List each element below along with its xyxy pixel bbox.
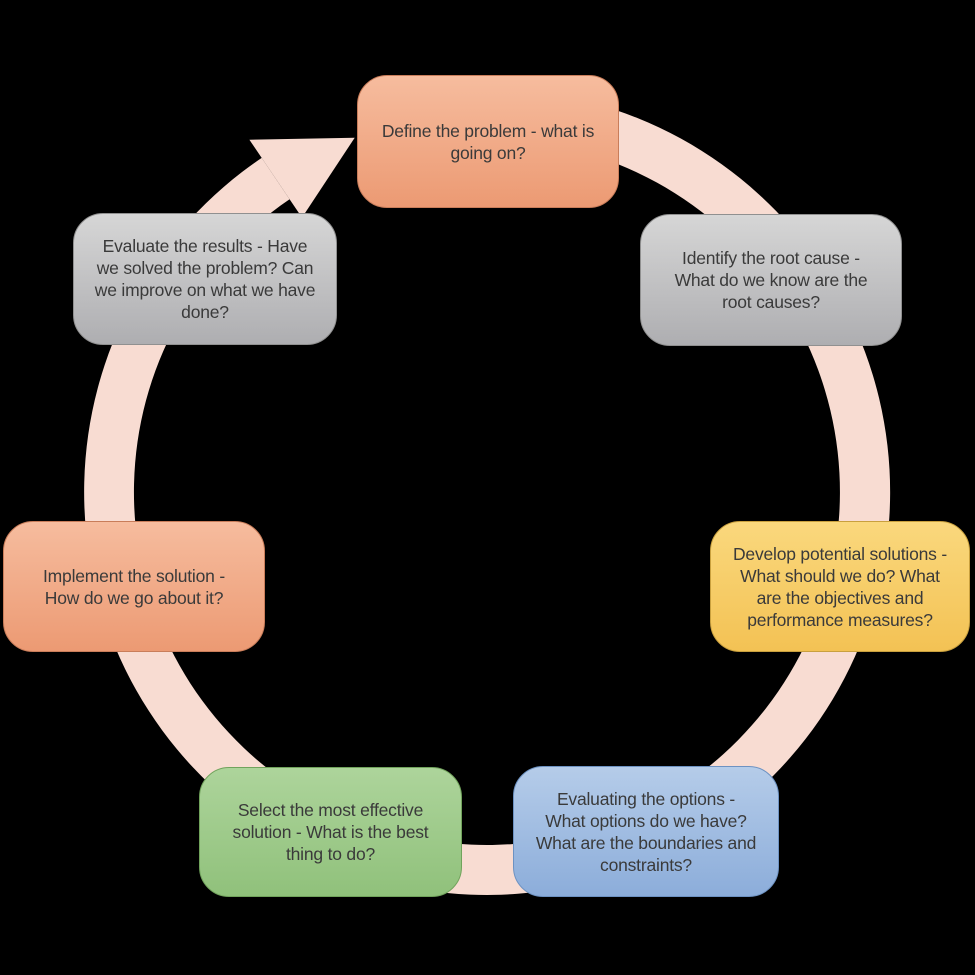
step-identify-root-cause: Identify the root cause - What do we kno…	[640, 214, 902, 346]
step-evaluate-results: Evaluate the results - Have we solved th…	[73, 213, 337, 345]
step-implement-solution-label: Implement the solution - How do we go ab…	[43, 565, 225, 608]
step-evaluate-results-label: Evaluate the results - Have we solved th…	[94, 236, 316, 322]
cycle-arrowhead-icon	[249, 137, 355, 218]
step-develop-potential-solutions-label: Develop potential solutions - What shoul…	[732, 543, 948, 630]
step-select-effective-solution: Select the most effective solution - Wha…	[199, 767, 462, 897]
step-evaluating-the-options: Evaluating the options - What options do…	[513, 766, 779, 897]
step-select-effective-solution-label: Select the most effective solution - Wha…	[232, 800, 429, 864]
step-define-problem: Define the problem - what is going on?	[357, 75, 619, 208]
step-implement-solution: Implement the solution - How do we go ab…	[3, 521, 265, 652]
step-evaluating-the-options-label: Evaluating the options - What options do…	[535, 788, 757, 875]
step-define-problem-label: Define the problem - what is going on?	[381, 120, 595, 163]
step-identify-root-cause-label: Identify the root cause - What do we kno…	[674, 248, 868, 312]
step-develop-potential-solutions: Develop potential solutions - What shoul…	[710, 521, 970, 652]
